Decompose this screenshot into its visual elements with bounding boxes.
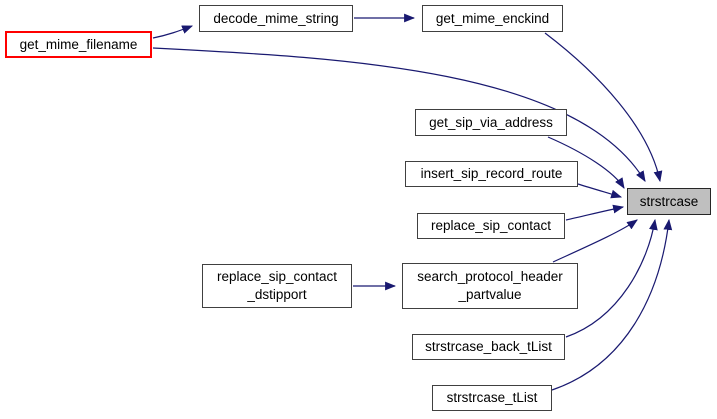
edge-strstrcase_back_tList-to-strstrcase	[565, 218, 658, 338]
node-label: strstrcase_tList	[446, 390, 538, 405]
node-strstrcase: strstrcase	[627, 188, 711, 215]
edge-insert_sip_record_route-to-strstrcase	[577, 183, 623, 199]
node-label: _dstipport	[247, 287, 307, 302]
edge-get_sip_via_address-to-strstrcase	[547, 136, 625, 189]
node-get_sip_via_address[interactable]: get_sip_via_address	[415, 109, 567, 136]
node-label: replace_sip_contact	[430, 218, 552, 233]
node-label: strstrcase	[639, 193, 699, 209]
node-label: insert_sip_record_route	[420, 166, 563, 181]
node-label: decode_mime_string	[213, 10, 339, 26]
node-replace_sip_contact_dstipport[interactable]: replace_sip_contact _dstipport	[202, 264, 352, 308]
edge-get_mime_filename-to-strstrcase	[152, 47, 646, 182]
node-label: get_mime_enckind	[435, 10, 550, 26]
node-label: _partvalue	[458, 287, 522, 302]
edge-replace_sip_contact-to-strstrcase	[565, 204, 625, 221]
node-label: search_protocol_header	[417, 269, 563, 284]
node-insert_sip_record_route[interactable]: insert_sip_record_route	[405, 161, 578, 187]
node-label: get_sip_via_address	[429, 114, 553, 130]
edge-search_protocol_header_partvalue-to-strstrcase	[552, 219, 638, 263]
edge-strstrcase_tList-to-strstrcase	[551, 218, 673, 391]
node-search_protocol_header_partvalue[interactable]: search_protocol_header _partvalue	[402, 263, 578, 309]
node-get_mime_filename[interactable]: get_mime_filename	[5, 31, 152, 58]
node-label: get_mime_filename	[19, 36, 138, 52]
node-strstrcase_back_tList[interactable]: strstrcase_back_tList	[412, 334, 565, 360]
node-strstrcase_tList[interactable]: strstrcase_tList	[432, 385, 552, 411]
edge-get_mime_enckind-to-strstrcase	[544, 32, 663, 183]
node-decode_mime_string[interactable]: decode_mime_string	[199, 5, 353, 32]
node-get_mime_enckind[interactable]: get_mime_enckind	[422, 5, 563, 32]
edge-get_mime_filename-to-decode_mime_string	[152, 25, 194, 39]
node-label: replace_sip_contact	[216, 269, 338, 284]
node-replace_sip_contact[interactable]: replace_sip_contact	[417, 213, 565, 239]
node-label: strstrcase_back_tList	[425, 339, 552, 354]
